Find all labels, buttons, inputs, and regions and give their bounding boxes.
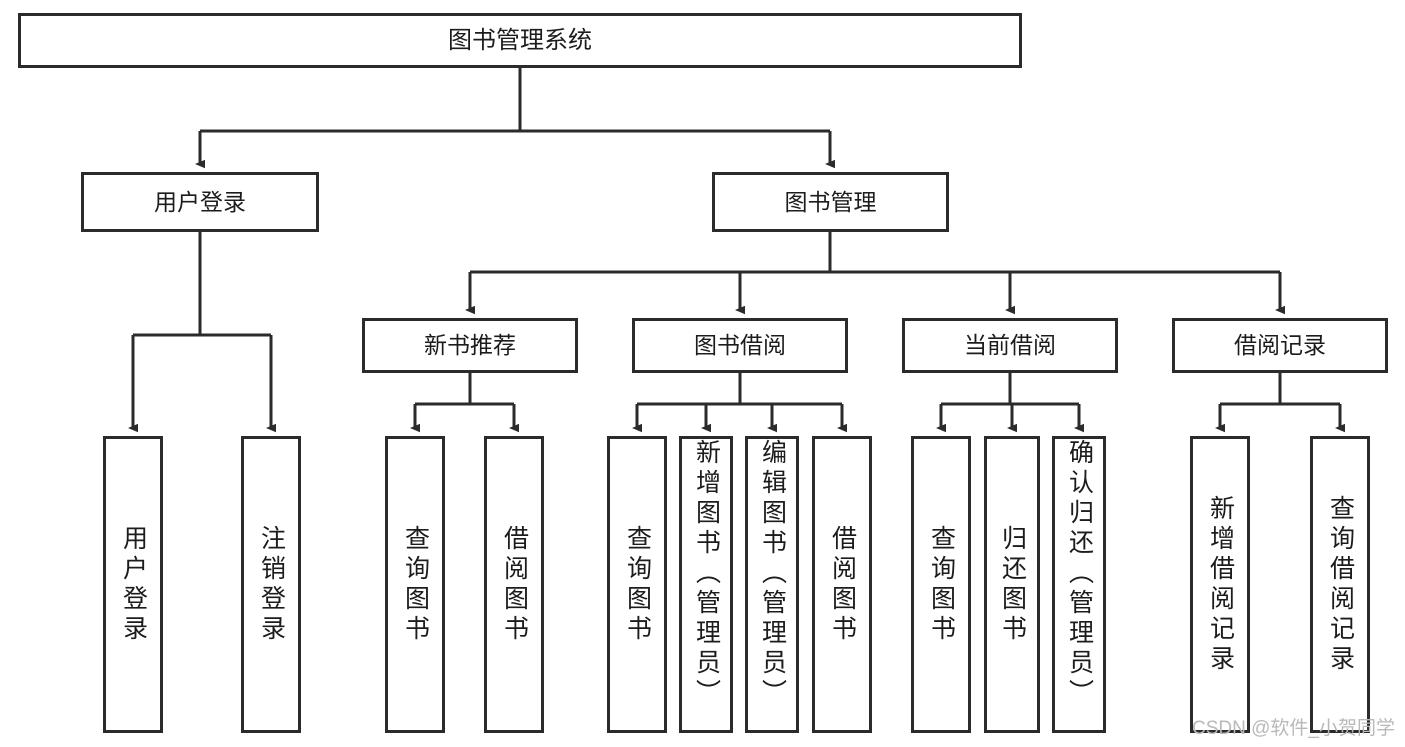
leaf-logout-label: 注销登录 [257, 524, 286, 645]
leaf-add-borrow-record-label: 新增借阅记录 [1206, 494, 1235, 675]
leaf-query-book-recommend[interactable]: 查询图书 [385, 436, 445, 733]
leaf-add-borrow-record[interactable]: 新增借阅记录 [1190, 436, 1250, 733]
node-root-label: 图书管理系统 [448, 26, 592, 54]
leaf-borrow-book-recommend[interactable]: 借阅图书 [484, 436, 544, 733]
node-book-management-label: 图书管理 [784, 188, 877, 215]
leaf-add-book-admin-label: 新增图书（管理员） [692, 439, 721, 709]
leaf-borrow-book[interactable]: 借阅图书 [812, 436, 872, 733]
node-borrow-record[interactable]: 借阅记录 [1172, 318, 1388, 373]
node-root[interactable]: 图书管理系统 [18, 13, 1022, 68]
leaf-edit-book-admin[interactable]: 编辑图书（管理员） [745, 436, 799, 733]
node-current-borrow-label: 当前借阅 [964, 332, 1056, 359]
leaf-query-borrow-record-label: 查询借阅记录 [1326, 494, 1355, 675]
leaf-edit-book-admin-label: 编辑图书（管理员） [758, 439, 787, 709]
leaf-user-login-label: 用户登录 [119, 524, 148, 645]
leaf-query-book-recommend-label: 查询图书 [401, 524, 430, 645]
node-new-book-recommend-label: 新书推荐 [424, 332, 516, 359]
leaf-borrow-book-recommend-label: 借阅图书 [500, 524, 529, 645]
leaf-confirm-return-admin-label: 确认归还（管理员） [1065, 439, 1094, 709]
leaf-return-book[interactable]: 归还图书 [984, 436, 1040, 733]
leaf-return-book-label: 归还图书 [998, 524, 1027, 645]
leaf-logout[interactable]: 注销登录 [241, 436, 301, 733]
node-user-login[interactable]: 用户登录 [81, 172, 319, 232]
csdn-watermark: CSDN @软件_小贺同学 [1192, 718, 1395, 739]
leaf-query-book-borrow[interactable]: 查询图书 [607, 436, 667, 733]
leaf-confirm-return-admin[interactable]: 确认归还（管理员） [1052, 436, 1106, 733]
node-new-book-recommend[interactable]: 新书推荐 [362, 318, 578, 373]
leaf-user-login[interactable]: 用户登录 [103, 436, 163, 733]
leaf-borrow-book-label: 借阅图书 [828, 524, 857, 645]
node-user-login-label: 用户登录 [154, 188, 246, 215]
leaf-query-book-current-label: 查询图书 [927, 524, 956, 645]
node-current-borrow[interactable]: 当前借阅 [902, 318, 1118, 373]
leaf-query-book-borrow-label: 查询图书 [623, 524, 652, 645]
node-book-borrow[interactable]: 图书借阅 [632, 318, 848, 373]
node-book-management[interactable]: 图书管理 [712, 172, 949, 232]
node-borrow-record-label: 借阅记录 [1234, 332, 1326, 359]
leaf-query-borrow-record[interactable]: 查询借阅记录 [1310, 436, 1370, 733]
leaf-add-book-admin[interactable]: 新增图书（管理员） [679, 436, 733, 733]
leaf-query-book-current[interactable]: 查询图书 [911, 436, 971, 733]
node-book-borrow-label: 图书借阅 [694, 332, 786, 359]
